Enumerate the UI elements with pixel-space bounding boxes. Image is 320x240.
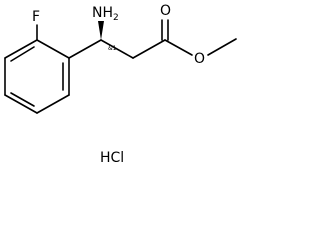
salt-label: HCl xyxy=(100,150,124,166)
ring-bond-3 xyxy=(36,94,70,114)
carbonyl-oxygen-label: O xyxy=(160,3,171,19)
ester-oxygen-label: O xyxy=(194,51,205,67)
ch2-to-carbonyl-bond xyxy=(132,39,166,59)
ring-to-chiral-bond xyxy=(68,39,102,59)
ring-bond-4 xyxy=(4,94,38,114)
amine-n-label: NH xyxy=(92,5,113,21)
wedge-bond-amine xyxy=(98,21,104,40)
chiral-to-ch2-bond xyxy=(100,39,134,59)
ring-bond-1 xyxy=(36,39,70,59)
stereo-label: &1 xyxy=(108,45,117,52)
amine-label: NH2 xyxy=(92,5,119,23)
fluorine-label: F xyxy=(32,9,40,25)
benzene-ring xyxy=(4,39,70,114)
ring-double-bond-3 xyxy=(10,46,35,62)
amine-h-count: 2 xyxy=(113,13,119,23)
ester-o-methyl-bond xyxy=(207,38,237,56)
ester-c-o-bond xyxy=(164,39,193,56)
ring-bond-6 xyxy=(4,39,38,59)
ring-double-bond-2 xyxy=(10,92,35,107)
structure-svg: F NH2 &1 O O HCl xyxy=(4,3,237,166)
molecule-drawing: F NH2 &1 O O HCl xyxy=(4,3,237,166)
